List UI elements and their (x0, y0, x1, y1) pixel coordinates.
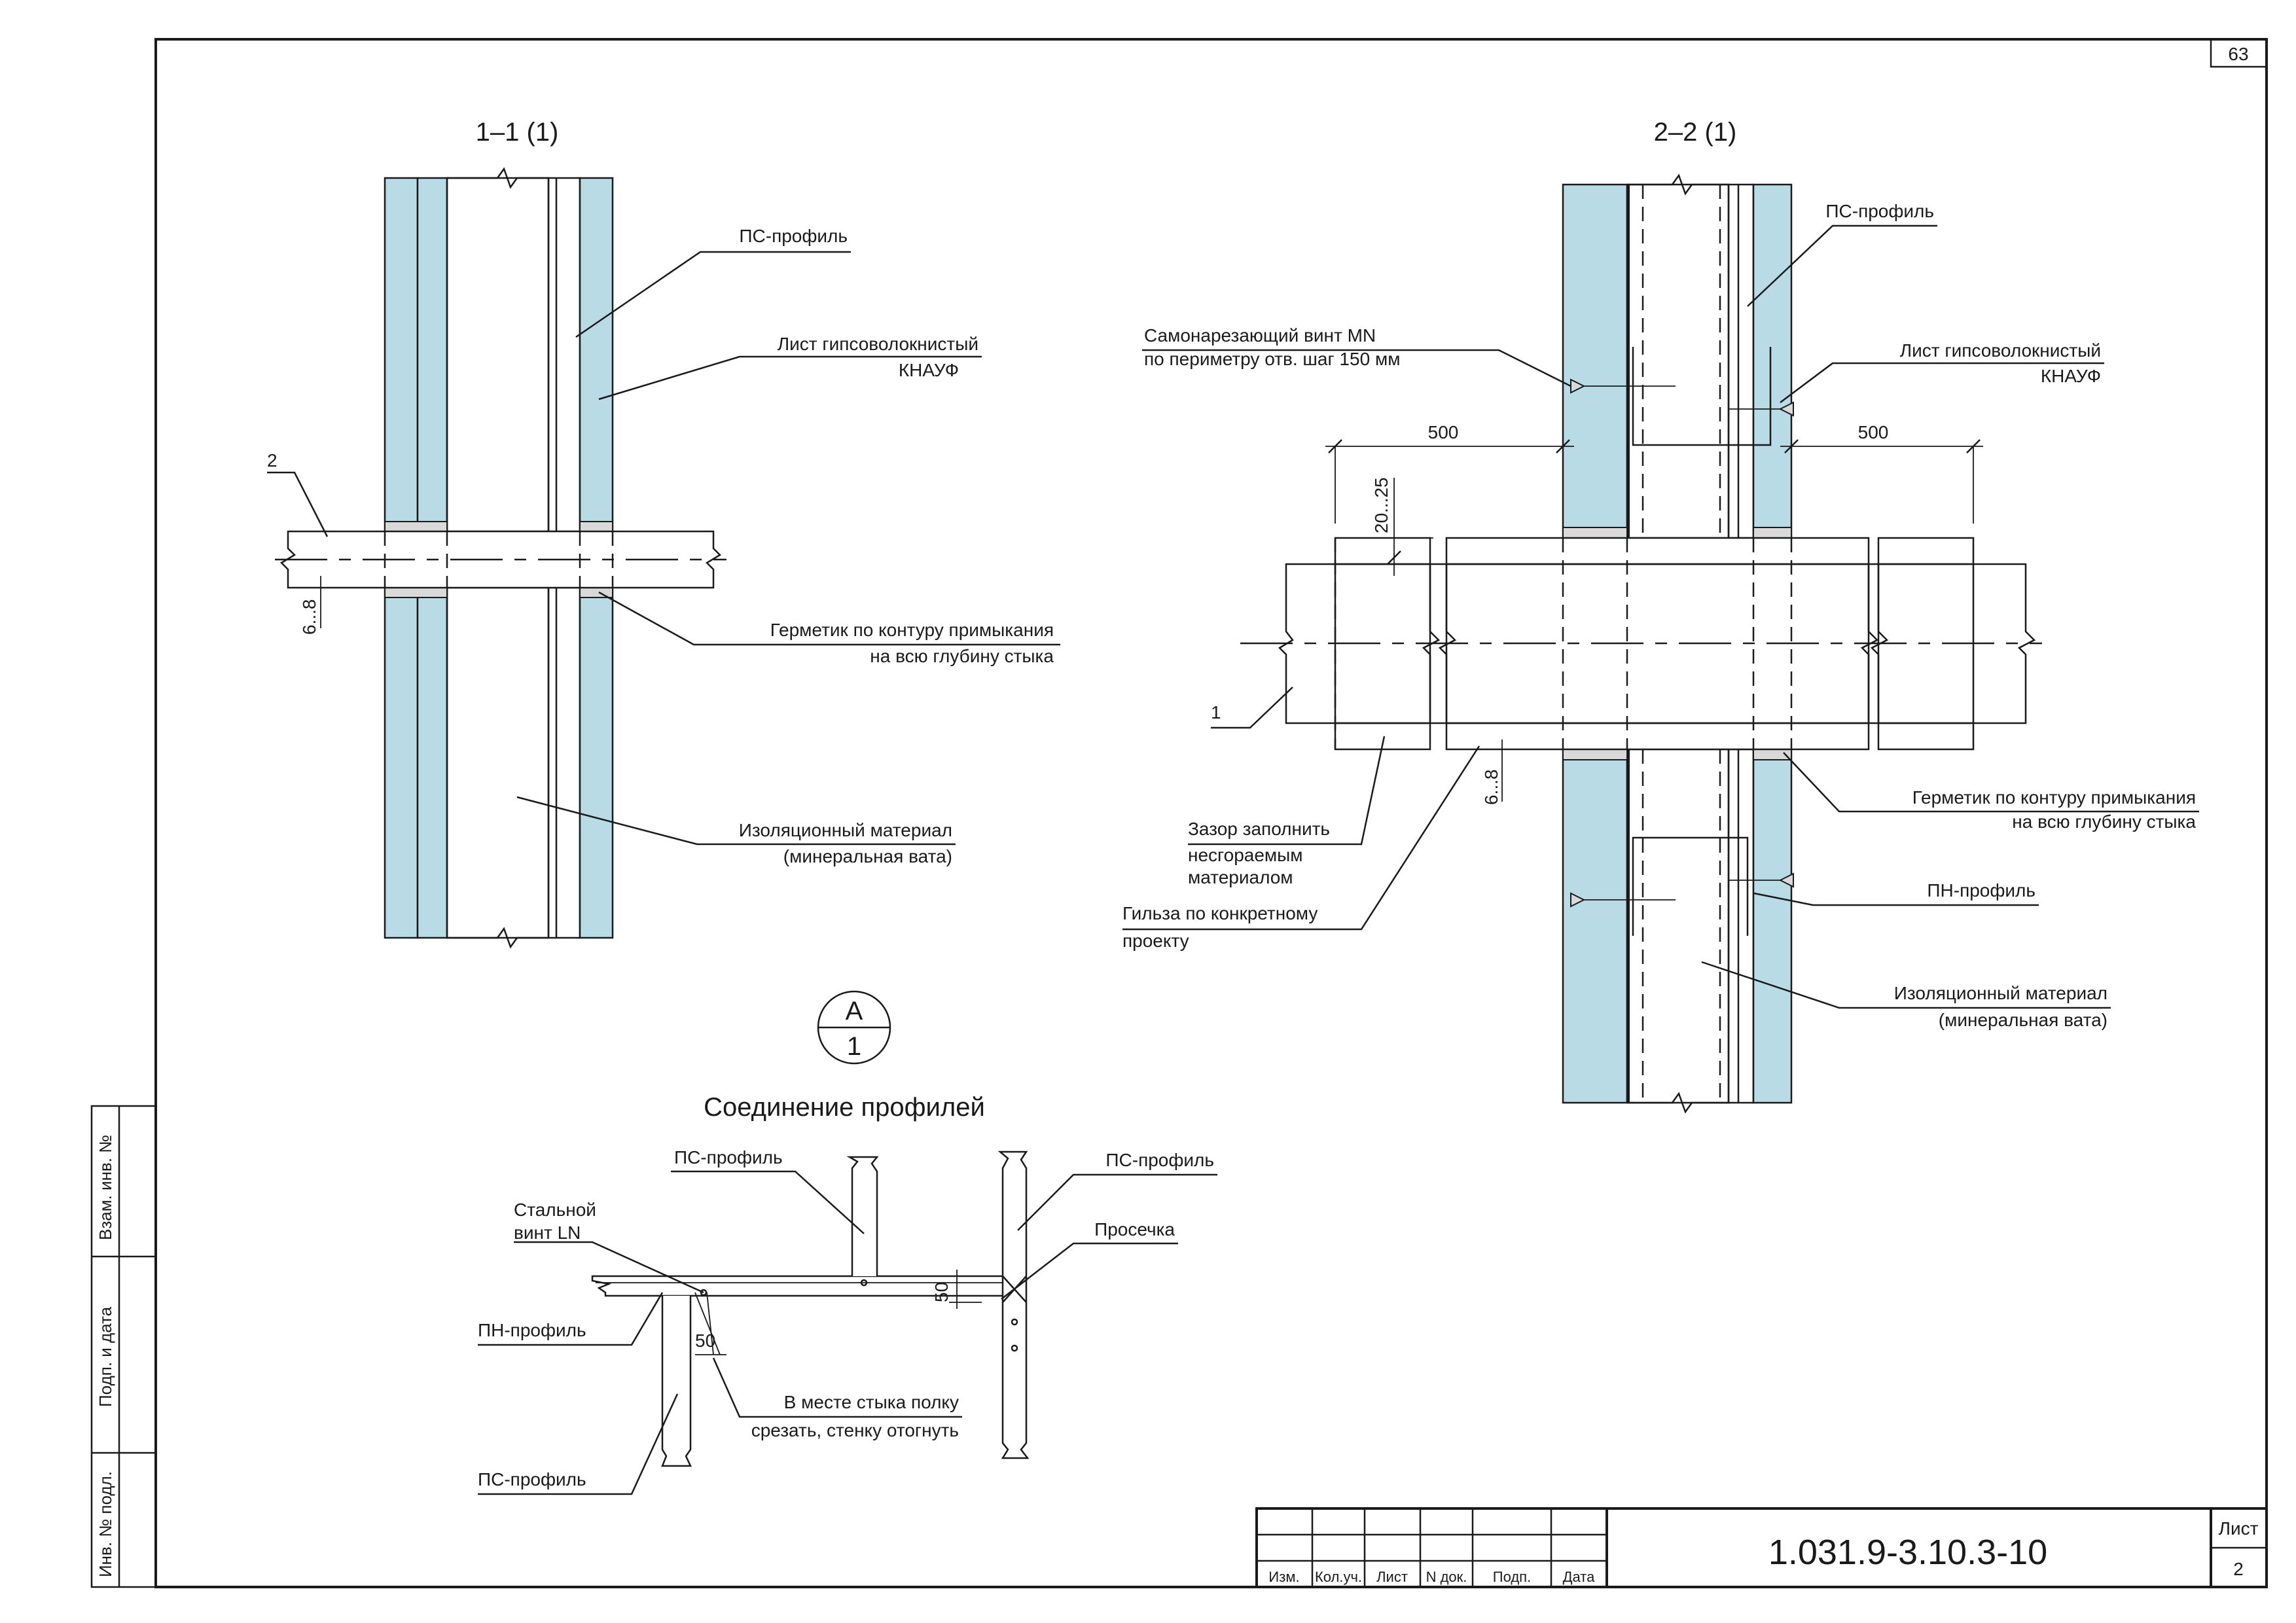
side-field-inventory: Инв. № подл. (96, 1471, 115, 1577)
detail-label-ps-right: ПС-профиль (1105, 1150, 1214, 1170)
detail-mark-letter: А (846, 997, 863, 1026)
s1-label-wool-1: Изоляционный материал (739, 820, 952, 840)
sheet-frame: 63 Взам. инв. № Подп. и дата Инв. № подл… (90, 38, 2268, 1588)
detail-label-screw-1: Стальной (514, 1200, 596, 1220)
s2-dim-top: 20...25 (1371, 477, 1391, 533)
s2-label-fill-3: материалом (1188, 867, 1293, 887)
s2-label-fill-1: Зазор заполнить (1188, 819, 1330, 839)
detail-dim-50-a: 50 (931, 1282, 952, 1302)
section-2-title: 2–2 (1) (1654, 118, 1737, 147)
s1-label-seal-2: на всю глубину стыка (870, 646, 1054, 666)
detail-label-cut: Просечка (1094, 1219, 1175, 1240)
s2-label-pn: ПН-профиль (1927, 880, 2036, 901)
s2-label-sleeve-1: Гильза по конкретному (1122, 903, 1318, 923)
section-1-title: 1–1 (1) (476, 118, 559, 147)
section-1-1: 1–1 (1) ПС-профиль Лист гипсовол (267, 118, 1060, 949)
stamp-col-sign: Подп. (1493, 1569, 1531, 1585)
s2-label-wool-2: (минеральная вата) (1939, 1010, 2108, 1030)
side-fields-box (90, 1105, 157, 1588)
section-2-2: 2–2 (1) (1122, 118, 2199, 1114)
detail-label-screw-2: винт LN (514, 1222, 581, 1243)
s1-label-sheet-2: КНАУФ (899, 360, 959, 380)
stamp-col-docnum: N док. (1426, 1569, 1467, 1585)
s2-label-sheet-2: КНАУФ (2041, 366, 2101, 386)
stamp-col-qty: Кол.уч. (1315, 1569, 1362, 1585)
detail-label-note-2: срезать, стенку отогнуть (751, 1420, 959, 1440)
s2-dim-gap: 6...8 (1481, 770, 1501, 805)
page-number-box (2210, 38, 2268, 68)
s1-label-wool-2: (минеральная вата) (783, 846, 952, 866)
s1-label-sheet-1: Лист гипсоволокнистый (778, 334, 978, 354)
frame-border (154, 38, 2268, 1588)
s2-label-fill-2: несгораемым (1188, 845, 1303, 865)
s2-marker-1: 1 (1211, 702, 1221, 722)
sheet-label: Лист (2219, 1518, 2259, 1539)
s2-label-screw-2: по периметру отв. шаг 150 мм (1144, 349, 1400, 369)
detail-a: А 1 Соединение профилей 50 50 ПС-профиль… (478, 990, 1217, 1495)
s2-label-sheet-1: Лист гипсоволокнистый (1900, 340, 2101, 361)
s2-label-screw-1: Самонарезающий винт MN (1144, 325, 1376, 346)
detail-mark-number: 1 (847, 1032, 861, 1061)
s2-label-ps: ПС-профиль (1825, 201, 1934, 221)
detail-label-pn: ПН-профиль (478, 1320, 586, 1340)
detail-label-note-1: В месте стыка полку (784, 1392, 959, 1412)
side-field-sign-date: Подп. и дата (96, 1306, 115, 1407)
s1-dim-gap: 6...8 (299, 599, 319, 635)
s2-label-seal-1: Герметик по контуру примыкания (1912, 787, 2196, 808)
detail-label-ps-top: ПС-профиль (674, 1147, 783, 1168)
detail-dim-50-b: 50 (695, 1330, 715, 1351)
s2-dim-left: 500 (1428, 422, 1459, 442)
stamp-col-date: Дата (1563, 1569, 1595, 1585)
detail-title: Соединение профилей (704, 1093, 985, 1122)
title-block: Изм. Кол.уч. Лист N док. Подп. Дата 1.03… (1255, 1507, 2268, 1588)
s1-label-ps: ПС-профиль (739, 226, 848, 246)
page-number: 63 (2228, 44, 2248, 64)
side-field-replace: Взам. инв. № (96, 1135, 115, 1240)
s2-dim-right: 500 (1858, 422, 1889, 442)
s1-label-seal-1: Герметик по контуру примыкания (770, 620, 1054, 640)
s1-marker-2: 2 (267, 450, 278, 471)
stamp-col-change: Изм. (1268, 1569, 1299, 1585)
s2-label-sleeve-2: проекту (1122, 931, 1189, 951)
document-code: 1.031.9-3.10.3-10 (1768, 1533, 2047, 1572)
detail-label-ps-bottom: ПС-профиль (478, 1469, 586, 1489)
s2-label-wool-1: Изоляционный материал (1894, 983, 2108, 1003)
sheet-number: 2 (2233, 1559, 2244, 1579)
stamp-col-sheet: Лист (1376, 1569, 1408, 1585)
s2-label-seal-2: на всю глубину стыка (2012, 812, 2196, 832)
